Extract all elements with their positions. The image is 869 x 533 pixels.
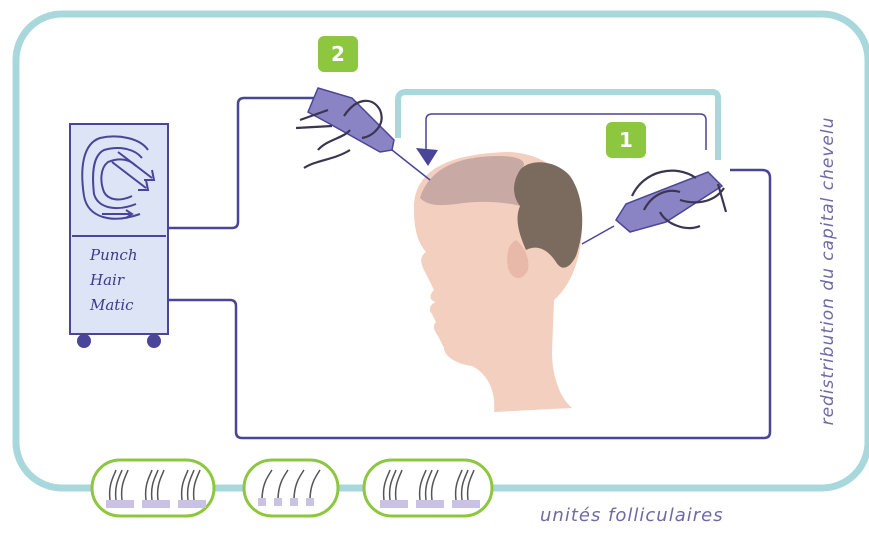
wheel-icon — [77, 334, 91, 348]
step-badge-2: 2 — [318, 36, 358, 72]
handpiece-1 — [582, 171, 726, 244]
graft-group-1 — [92, 460, 214, 516]
redistribution-caption: redistribution du capital chevelu — [818, 51, 838, 491]
machine-label-line-2: Hair — [90, 271, 160, 289]
wheel-icon — [147, 334, 161, 348]
redistribution-arrow-inner — [426, 114, 706, 160]
machine-label-line-3: Matic — [90, 296, 160, 314]
follicular-units-caption: unités folliculaires — [540, 505, 724, 526]
graft-group-2 — [244, 460, 338, 516]
graft-group-3 — [364, 460, 492, 516]
arrow-head-icon — [416, 148, 438, 166]
machine-label-line-1: Punch — [90, 246, 160, 264]
step-badge-1: 1 — [606, 122, 646, 158]
needle-1 — [582, 226, 614, 244]
redistribution-arrow — [398, 92, 718, 160]
punch-hair-matic-machine — [70, 124, 168, 348]
head-icon — [414, 152, 582, 412]
hose-to-handpiece-2 — [168, 98, 316, 228]
handpiece-2 — [296, 88, 430, 180]
